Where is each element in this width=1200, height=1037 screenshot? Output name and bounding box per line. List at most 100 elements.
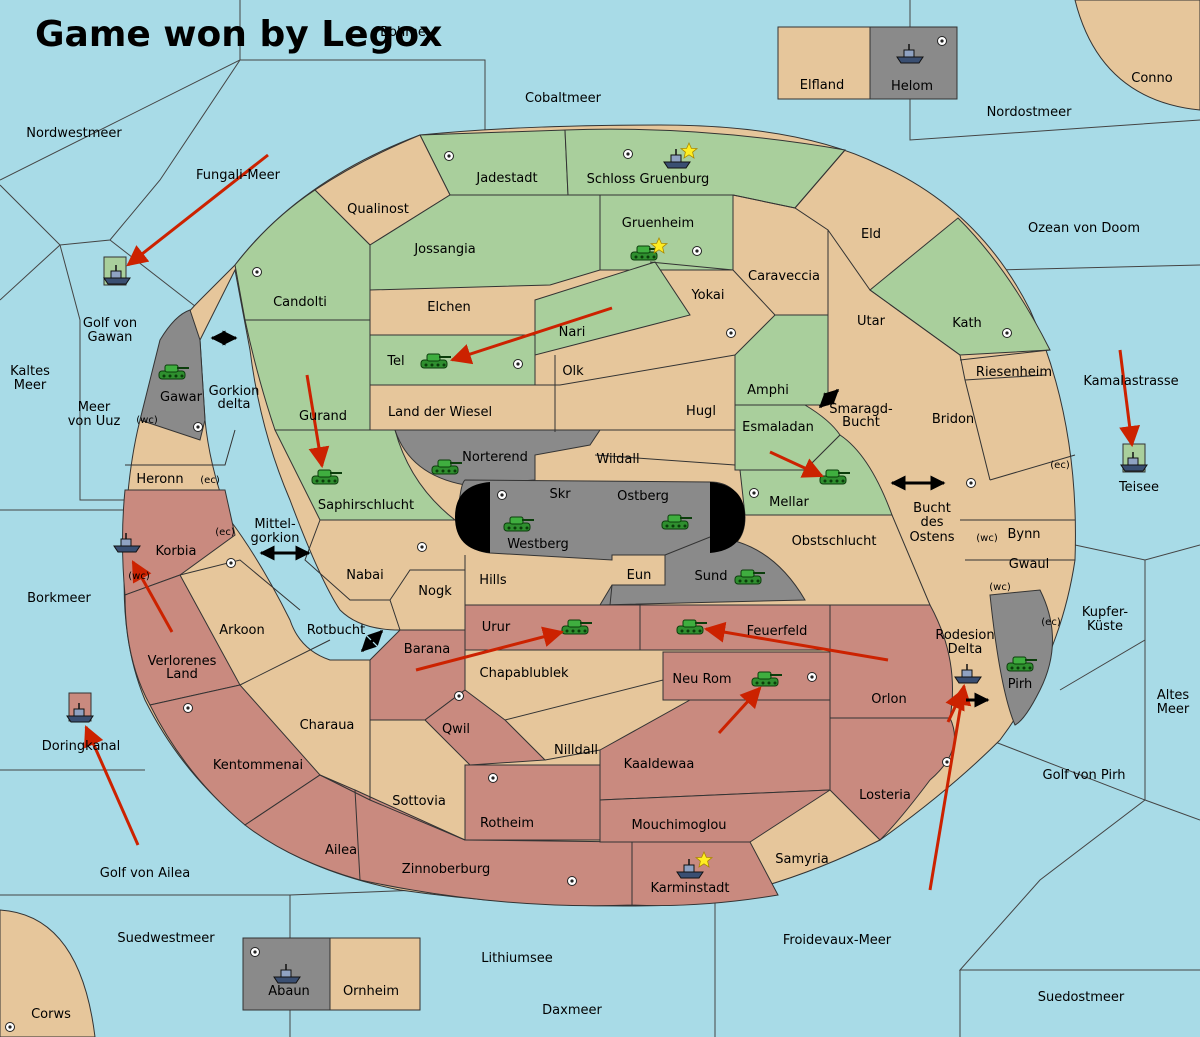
label-sund: Sund <box>695 569 728 584</box>
label-arkoon: Arkoon <box>219 623 264 638</box>
label-gwaul: Gwaul <box>1009 557 1050 572</box>
label-bynn: Bynn <box>1007 527 1040 542</box>
label-qwil: Qwil <box>442 722 470 737</box>
label-meer-uuz-2: von Uuz <box>68 414 121 429</box>
label-nilldall: Nilldall <box>554 743 598 758</box>
game-title: Game won by Legox <box>35 14 442 55</box>
label-smaragd-2: Bucht <box>842 415 880 430</box>
labels: Bohme Game won by Legox Cobaltmeer Elfla… <box>10 14 1190 1022</box>
label-teisee: Teisee <box>1118 480 1159 495</box>
label-wc2: (wc) <box>976 533 998 544</box>
label-golf-ailea: Golf von Ailea <box>100 866 190 881</box>
region-mouchimoglou[interactable] <box>599 789 832 843</box>
label-altes-1: Altes <box>1157 688 1190 703</box>
label-orlon: Orlon <box>871 692 906 707</box>
label-mouchimoglou: Mouchimoglou <box>631 818 726 833</box>
label-golf-gawan-1: Golf von <box>83 316 137 331</box>
label-kaltes-2: Meer <box>14 378 47 393</box>
label-rodesion-2: Delta <box>948 642 983 657</box>
label-borkmeer: Borkmeer <box>27 591 91 606</box>
label-gorkion-2: delta <box>218 397 251 412</box>
label-golf-pirh: Golf von Pirh <box>1043 768 1126 783</box>
label-feuerfeld: Feuerfeld <box>747 624 808 639</box>
label-kaaldewaa: Kaaldewaa <box>624 757 695 772</box>
label-gorkion-1: Gorkion <box>209 384 260 399</box>
label-hills: Hills <box>479 573 507 588</box>
label-ec3: (ec) <box>215 527 235 538</box>
label-pirh: Pirh <box>1008 677 1033 692</box>
label-mittel-2: gorkion <box>251 531 300 546</box>
label-froidevaux: Froidevaux-Meer <box>783 933 892 948</box>
label-candolti: Candolti <box>273 295 327 310</box>
label-mellar: Mellar <box>769 495 809 510</box>
label-schloss: Schloss Gruenburg <box>587 172 710 187</box>
label-suedostmeer: Suedostmeer <box>1038 990 1125 1005</box>
region-gruenheim[interactable] <box>599 194 734 271</box>
label-rodesion-1: Rodesion <box>935 628 994 643</box>
label-sottovia: Sottovia <box>392 794 446 809</box>
label-altes-2: Meer <box>1157 702 1190 717</box>
label-bucht-3: Ostens <box>909 530 954 545</box>
connectors <box>210 330 946 653</box>
label-bucht-1: Bucht <box>913 501 951 516</box>
label-jadestadt: Jadestadt <box>475 171 537 186</box>
label-kaltes-1: Kaltes <box>10 364 50 379</box>
move-arrows <box>84 153 1141 891</box>
label-bucht-2: des <box>920 515 943 530</box>
label-kupfer-2: Küste <box>1087 619 1123 634</box>
label-daxmeer: Daxmeer <box>542 1003 602 1018</box>
label-verlorenes-1: Verlorenes <box>148 654 217 669</box>
label-wildall: Wildall <box>596 452 639 467</box>
label-helom: Helom <box>891 79 933 94</box>
label-jossangia: Jossangia <box>413 242 475 257</box>
westberg-cap <box>455 482 490 553</box>
label-golf-gawan-2: Gawan <box>88 330 133 345</box>
label-zinnoberburg: Zinnoberburg <box>402 862 490 877</box>
region-qualinost[interactable] <box>314 134 451 246</box>
label-ec1: (ec) <box>200 475 220 486</box>
label-elfland: Elfland <box>800 78 844 93</box>
label-meer-uuz-1: Meer <box>78 400 111 415</box>
region-elfland[interactable] <box>777 26 871 100</box>
label-doringkanal: Doringkanal <box>42 739 121 754</box>
region-amphi[interactable] <box>734 314 829 406</box>
label-land-wiesel: Land der Wiesel <box>388 405 492 420</box>
label-conno: Conno <box>1131 71 1173 86</box>
label-nordwestmeer: Nordwestmeer <box>26 126 122 141</box>
label-wc1: (wc) <box>136 415 158 426</box>
label-wc3: (wc) <box>989 582 1011 593</box>
label-bohme: Bohme <box>380 25 426 40</box>
region-losteria[interactable] <box>829 717 955 841</box>
label-tel: Tel <box>386 354 404 369</box>
label-ec4: (ec) <box>1041 617 1061 628</box>
label-kamalastrasse: Kamalastrasse <box>1083 374 1178 389</box>
label-chapablublek: Chapablublek <box>480 666 569 681</box>
label-ozean: Ozean von Doom <box>1028 221 1140 236</box>
region-karminstadt[interactable] <box>631 841 779 907</box>
label-urur: Urur <box>482 620 511 635</box>
label-ailea: Ailea <box>325 843 357 858</box>
label-olk: Olk <box>562 364 584 379</box>
label-nogk: Nogk <box>418 584 452 599</box>
label-samyria: Samyria <box>775 852 829 867</box>
label-losteria: Losteria <box>859 788 911 803</box>
label-smaragd-1: Smaragd- <box>829 402 893 417</box>
label-abaun: Abaun <box>268 984 310 999</box>
label-skr: Skr <box>549 487 571 502</box>
region-ornheim[interactable] <box>329 937 421 1011</box>
label-rotheim: Rotheim <box>480 816 534 831</box>
label-westberg: Westberg <box>507 537 569 552</box>
region-candolti[interactable] <box>234 189 371 321</box>
label-kath: Kath <box>952 316 982 331</box>
label-nari: Nari <box>559 325 586 340</box>
label-heronn: Heronn <box>136 472 183 487</box>
label-saphir: Saphirschlucht <box>318 498 414 513</box>
label-mittel-1: Mittel- <box>254 517 296 532</box>
label-ec2: (ec) <box>1050 460 1070 471</box>
label-lithiumsee: Lithiumsee <box>481 951 552 966</box>
green-territories <box>234 128 1051 521</box>
label-fungali: Fungali-Meer <box>196 168 281 183</box>
label-elchen: Elchen <box>427 300 470 315</box>
label-nordostmeer: Nordostmeer <box>987 105 1073 120</box>
label-karminstadt: Karminstadt <box>650 881 729 896</box>
